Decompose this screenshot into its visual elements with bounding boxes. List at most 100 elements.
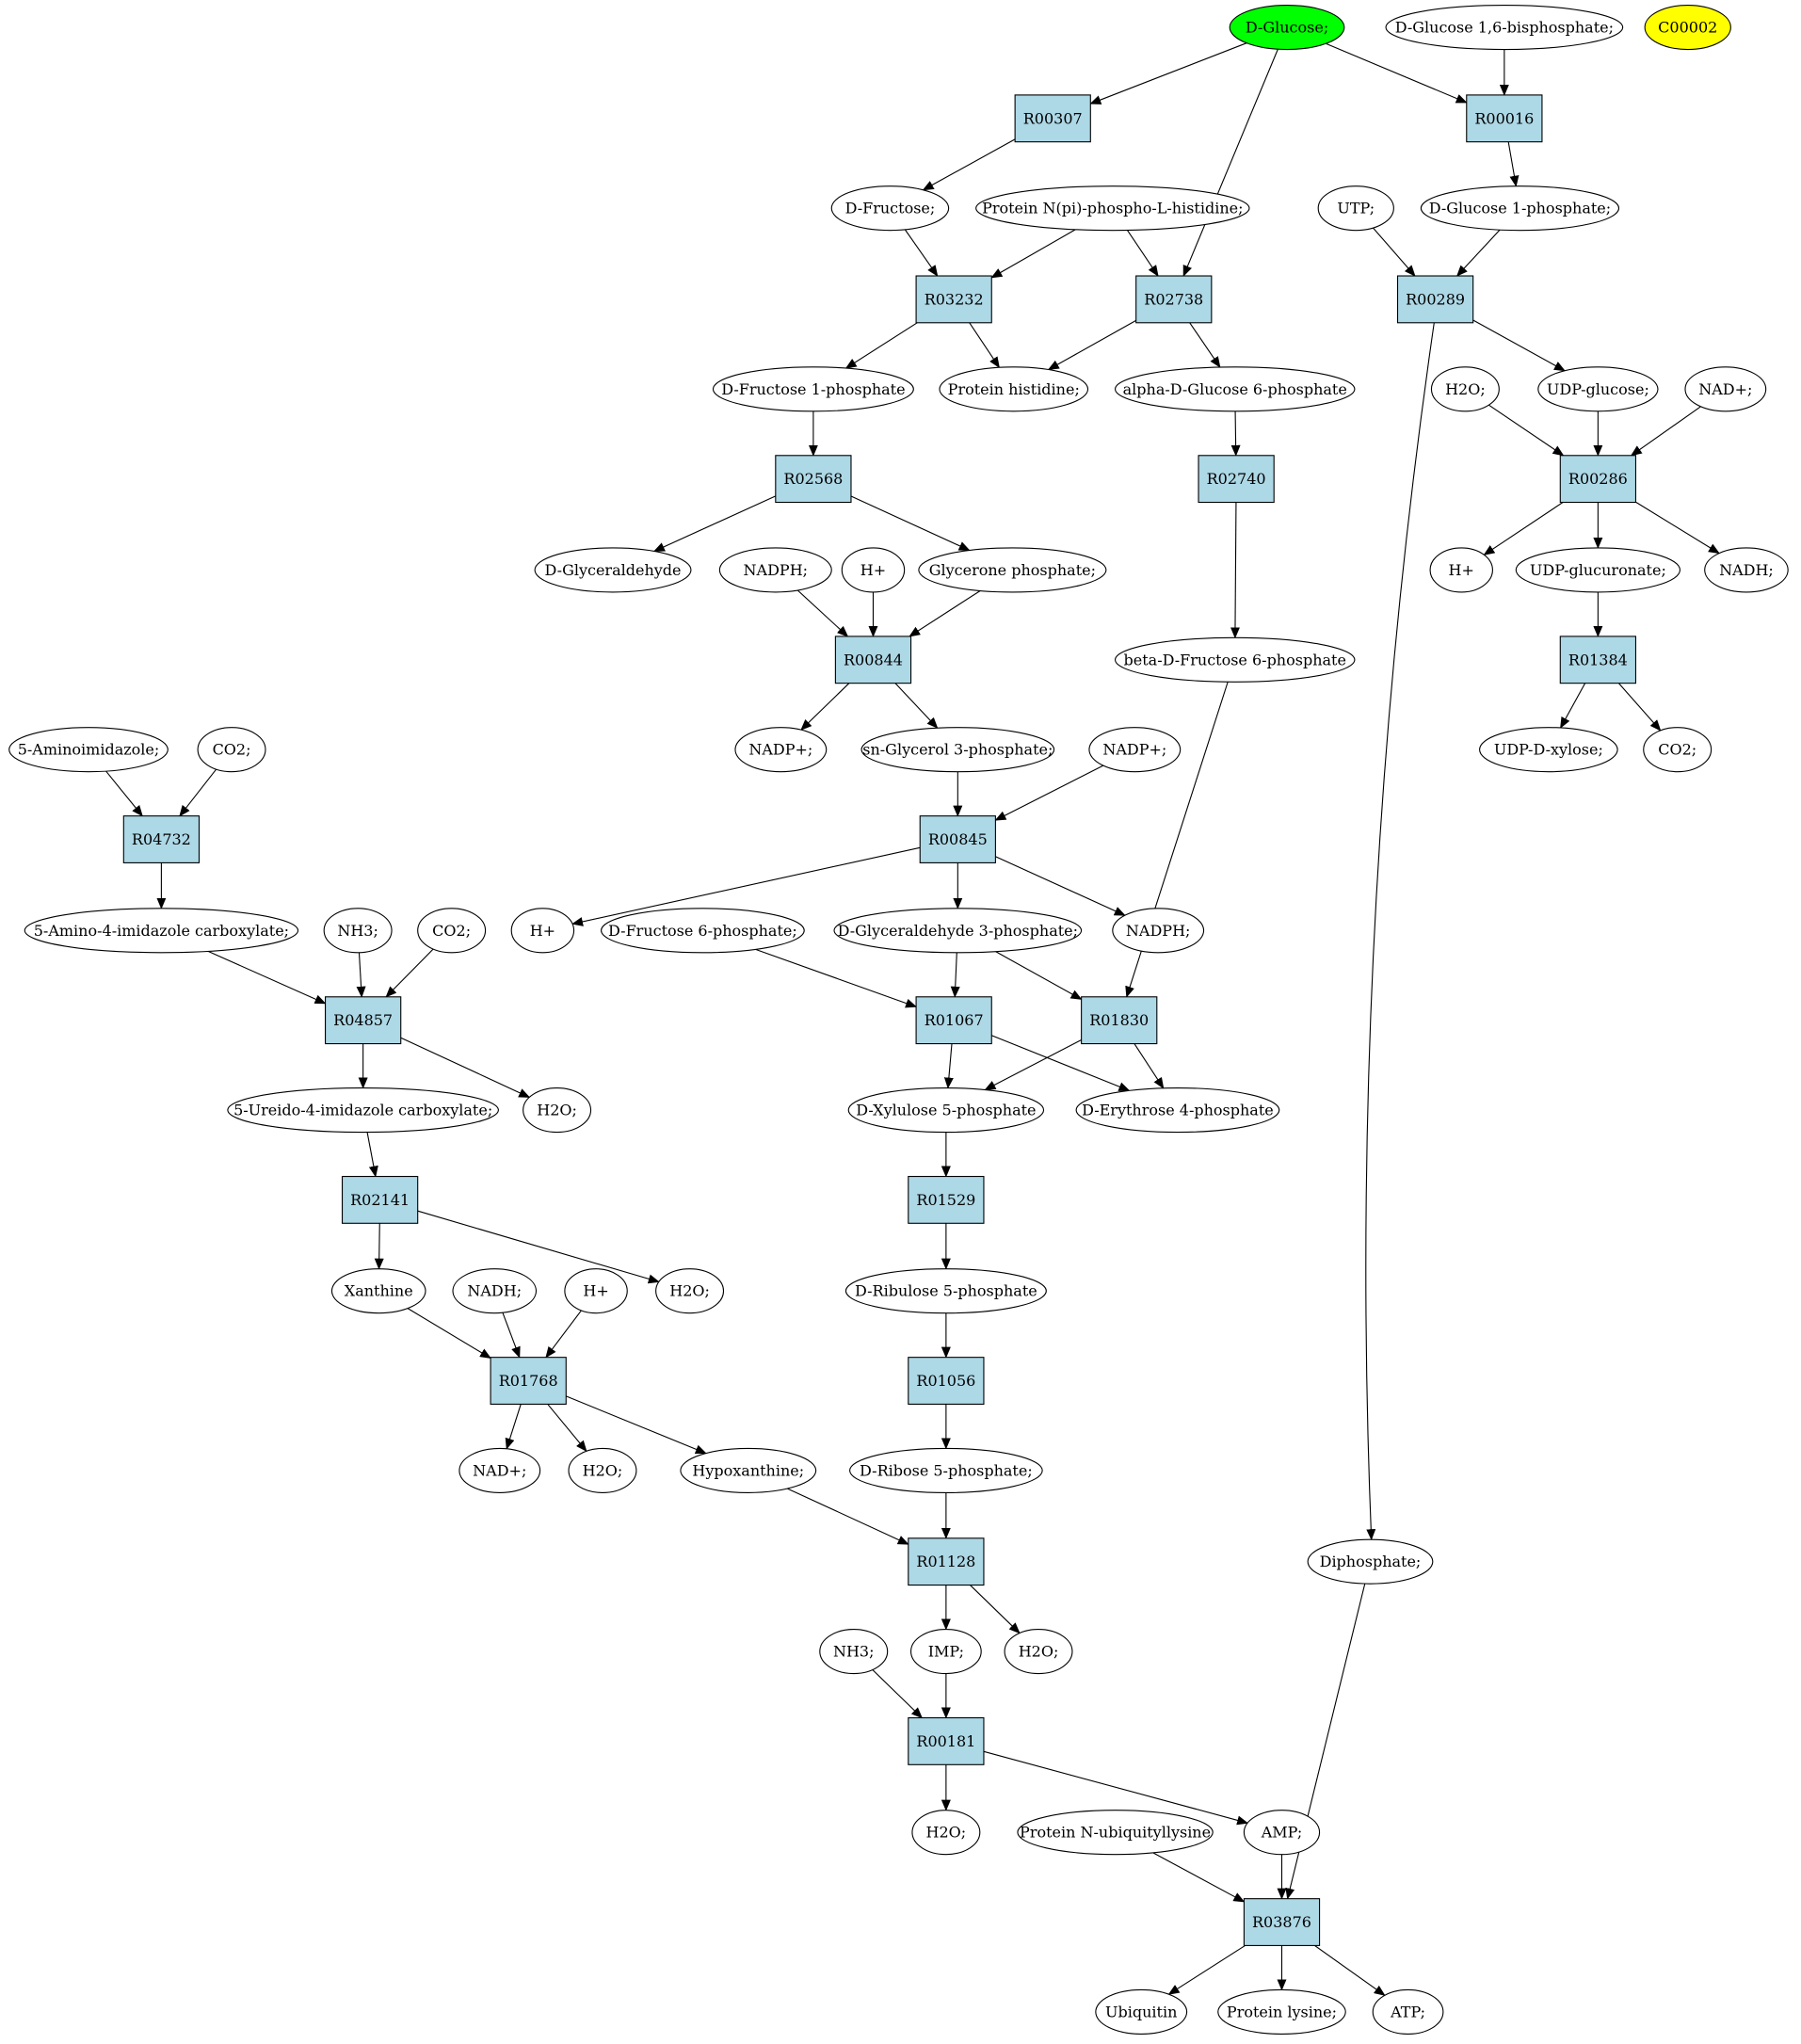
compound-node-atp[interactable]: ATP;: [1372, 1988, 1444, 2035]
reaction-node-R01067[interactable]: R01067: [915, 996, 992, 1045]
reaction-node-R01384[interactable]: R01384: [1559, 636, 1637, 684]
compound-node-bf6p[interactable]: beta-D-Fructose 6-phosphate: [1115, 636, 1356, 683]
compound-ellipse: [1429, 547, 1493, 593]
reaction-node-R01768[interactable]: R01768: [490, 1357, 567, 1405]
compound-node-udpg[interactable]: UDP-glucose;: [1537, 366, 1659, 412]
compound-node-f6p[interactable]: D-Fructose 6-phosphate;: [601, 908, 805, 954]
edge-gap-to-R01067: [950, 952, 960, 998]
reaction-node-R02738[interactable]: R02738: [1135, 275, 1213, 324]
edge-gap-to-R01830: [995, 951, 1083, 1000]
reaction-node-R00845[interactable]: R00845: [919, 815, 996, 863]
compound-node-co2_a[interactable]: CO2;: [197, 727, 266, 773]
compound-node-glyald[interactable]: D-Glyceraldehyde: [534, 547, 692, 593]
compound-node-r5p[interactable]: D-Ribose 5-phosphate;: [849, 1447, 1043, 1493]
compound-node-h2o_a[interactable]: H2O;: [1430, 366, 1500, 412]
reaction-node-R01056[interactable]: R01056: [908, 1357, 985, 1405]
reaction-node-R03876[interactable]: R03876: [1243, 1898, 1321, 1946]
compound-node-h2o_c[interactable]: H2O;: [655, 1268, 725, 1314]
compound-node-co2_c[interactable]: CO2;: [417, 908, 487, 954]
compound-node-plys[interactable]: Protein lysine;: [1217, 1988, 1346, 2035]
compound-ellipse: [601, 908, 805, 954]
compound-node-fru[interactable]: D-Fructose;: [830, 185, 950, 232]
edge-R04857-to-h2o_b: [400, 1037, 531, 1098]
reaction-node-R02141[interactable]: R02141: [341, 1175, 419, 1224]
edge-R02740-to-bf6p: [1230, 502, 1240, 639]
compound-node-imp[interactable]: IMP;: [910, 1628, 982, 1675]
compound-node-h2o_f[interactable]: H2O;: [911, 1810, 981, 1856]
compound-node-hypx[interactable]: Hypoxanthine;: [680, 1447, 817, 1493]
node-label: AMP;: [1261, 1824, 1303, 1842]
reaction-node-R00289[interactable]: R00289: [1396, 275, 1474, 324]
compound-node-dhap[interactable]: Glycerone phosphate;: [918, 547, 1107, 593]
node-label: Ubiquitin: [1105, 2003, 1177, 2020]
compound-node-nadpp_b[interactable]: NADP+;: [1088, 727, 1182, 773]
compound-node-g16bp[interactable]: D-Glucose 1,6-bisphosphate;: [1385, 4, 1624, 51]
compound-node-diph[interactable]: Diphosphate;: [1307, 1538, 1434, 1585]
reaction-node-R02740[interactable]: R02740: [1198, 455, 1275, 504]
compound-node-amp[interactable]: AMP;: [1243, 1810, 1321, 1856]
compound-node-g1p[interactable]: D-Glucose 1-phosphate;: [1420, 185, 1620, 232]
compound-node-pnphis[interactable]: Protein N(pi)-phospho-L-histidine;: [975, 185, 1250, 232]
reaction-node-R01830[interactable]: R01830: [1081, 996, 1158, 1045]
compound-node-utp[interactable]: UTP;: [1317, 185, 1394, 232]
reaction-node-R01529[interactable]: R01529: [908, 1175, 985, 1224]
reaction-node-R03232[interactable]: R03232: [915, 275, 992, 324]
compound-node-h2o_e[interactable]: H2O;: [1004, 1628, 1073, 1675]
compound-node-h2o_d[interactable]: H2O;: [568, 1447, 637, 1493]
reaction-box: [908, 1716, 985, 1765]
compound-ellipse: [1515, 547, 1681, 593]
compound-node-nadph_a[interactable]: NADPH;: [718, 547, 832, 593]
node-label: R01768: [499, 1372, 558, 1390]
compound-node-xan[interactable]: Xanthine: [330, 1268, 426, 1314]
compound-node-aimid[interactable]: 5-Aminoimidazole;: [8, 727, 169, 773]
edge-R01830-to-e4p: [1134, 1043, 1165, 1089]
reaction-node-R04732[interactable]: R04732: [122, 815, 201, 863]
compound-node-co2_b[interactable]: CO2;: [1643, 727, 1713, 773]
reaction-node-R00181[interactable]: R00181: [908, 1716, 985, 1765]
compound-node-f1p[interactable]: D-Fructose 1-phosphate: [712, 366, 914, 412]
reaction-node-R00844[interactable]: R00844: [834, 636, 912, 684]
reaction-box: [919, 815, 996, 863]
compound-node-ubq[interactable]: Ubiquitin: [1095, 1988, 1188, 2035]
compound-node-g3p[interactable]: sn-Glycerol 3-phosphate;: [860, 727, 1055, 773]
compound-node-hplus_d[interactable]: H+: [564, 1268, 628, 1314]
compound-node-nh3_b[interactable]: NH3;: [819, 1628, 889, 1675]
compound-node-nadph_b[interactable]: NADPH;: [1112, 908, 1205, 954]
compound-node-ru5p[interactable]: D-Ribulose 5-phosphate: [844, 1268, 1047, 1314]
compound-node-c00002[interactable]: C00002: [1644, 4, 1731, 51]
compound-ellipse: [1017, 1810, 1214, 1856]
compound-node-nh3_a[interactable]: NH3;: [323, 908, 393, 954]
compound-node-nadh_b[interactable]: NADH;: [452, 1268, 538, 1314]
compound-node-aicarb[interactable]: 5-Amino-4-imidazole carboxylate;: [24, 908, 299, 954]
compound-node-nadp_a[interactable]: NAD+;: [1684, 366, 1767, 412]
compound-node-hplus_c[interactable]: H+: [510, 908, 575, 954]
compound-node-udpxyl[interactable]: UDP-D-xylose;: [1479, 727, 1618, 773]
reaction-node-R00307[interactable]: R00307: [1014, 94, 1091, 143]
compound-node-nadp_b[interactable]: NAD+;: [458, 1447, 541, 1493]
compound-node-hplus_b[interactable]: H+: [1429, 547, 1493, 593]
compound-node-udpgluc[interactable]: UDP-glucuronate;: [1515, 547, 1681, 593]
compound-node-gap[interactable]: D-Glyceraldehyde 3-phosphate;: [833, 908, 1083, 954]
compound-node-nadpp_a[interactable]: NADP+;: [734, 727, 828, 773]
compound-node-glc[interactable]: D-Glucose;: [1229, 4, 1345, 51]
compound-node-x5p[interactable]: D-Xylulose 5-phosphate: [847, 1086, 1045, 1134]
reaction-box: [915, 996, 992, 1045]
compound-node-nadh_a[interactable]: NADH;: [1704, 547, 1789, 593]
reaction-box: [1396, 275, 1474, 324]
reaction-node-R01128[interactable]: R01128: [908, 1537, 985, 1586]
reaction-node-R00286[interactable]: R00286: [1559, 455, 1637, 504]
compound-node-phis[interactable]: Protein histidine;: [939, 366, 1089, 412]
compound-node-pnubq[interactable]: Protein N-ubiquityllysine: [1017, 1810, 1214, 1856]
compound-node-uicarb[interactable]: 5-Ureido-4-imidazole carboxylate;: [227, 1086, 499, 1134]
compound-node-hplus_a[interactable]: H+: [841, 547, 906, 593]
compound-ellipse: [1430, 366, 1500, 412]
compound-node-ag6p[interactable]: alpha-D-Glucose 6-phosphate: [1115, 366, 1356, 412]
reaction-node-R02568[interactable]: R02568: [775, 455, 852, 504]
reaction-node-R00016[interactable]: R00016: [1466, 94, 1543, 143]
compound-ellipse: [833, 908, 1083, 954]
reaction-node-R04857[interactable]: R04857: [325, 996, 402, 1045]
compound-node-h2o_b[interactable]: H2O;: [523, 1086, 592, 1134]
compound-ellipse: [712, 366, 914, 412]
edge-R03232-to-f1p: [844, 322, 918, 369]
compound-node-e4p[interactable]: D-Erythrose 4-phosphate: [1075, 1086, 1280, 1134]
